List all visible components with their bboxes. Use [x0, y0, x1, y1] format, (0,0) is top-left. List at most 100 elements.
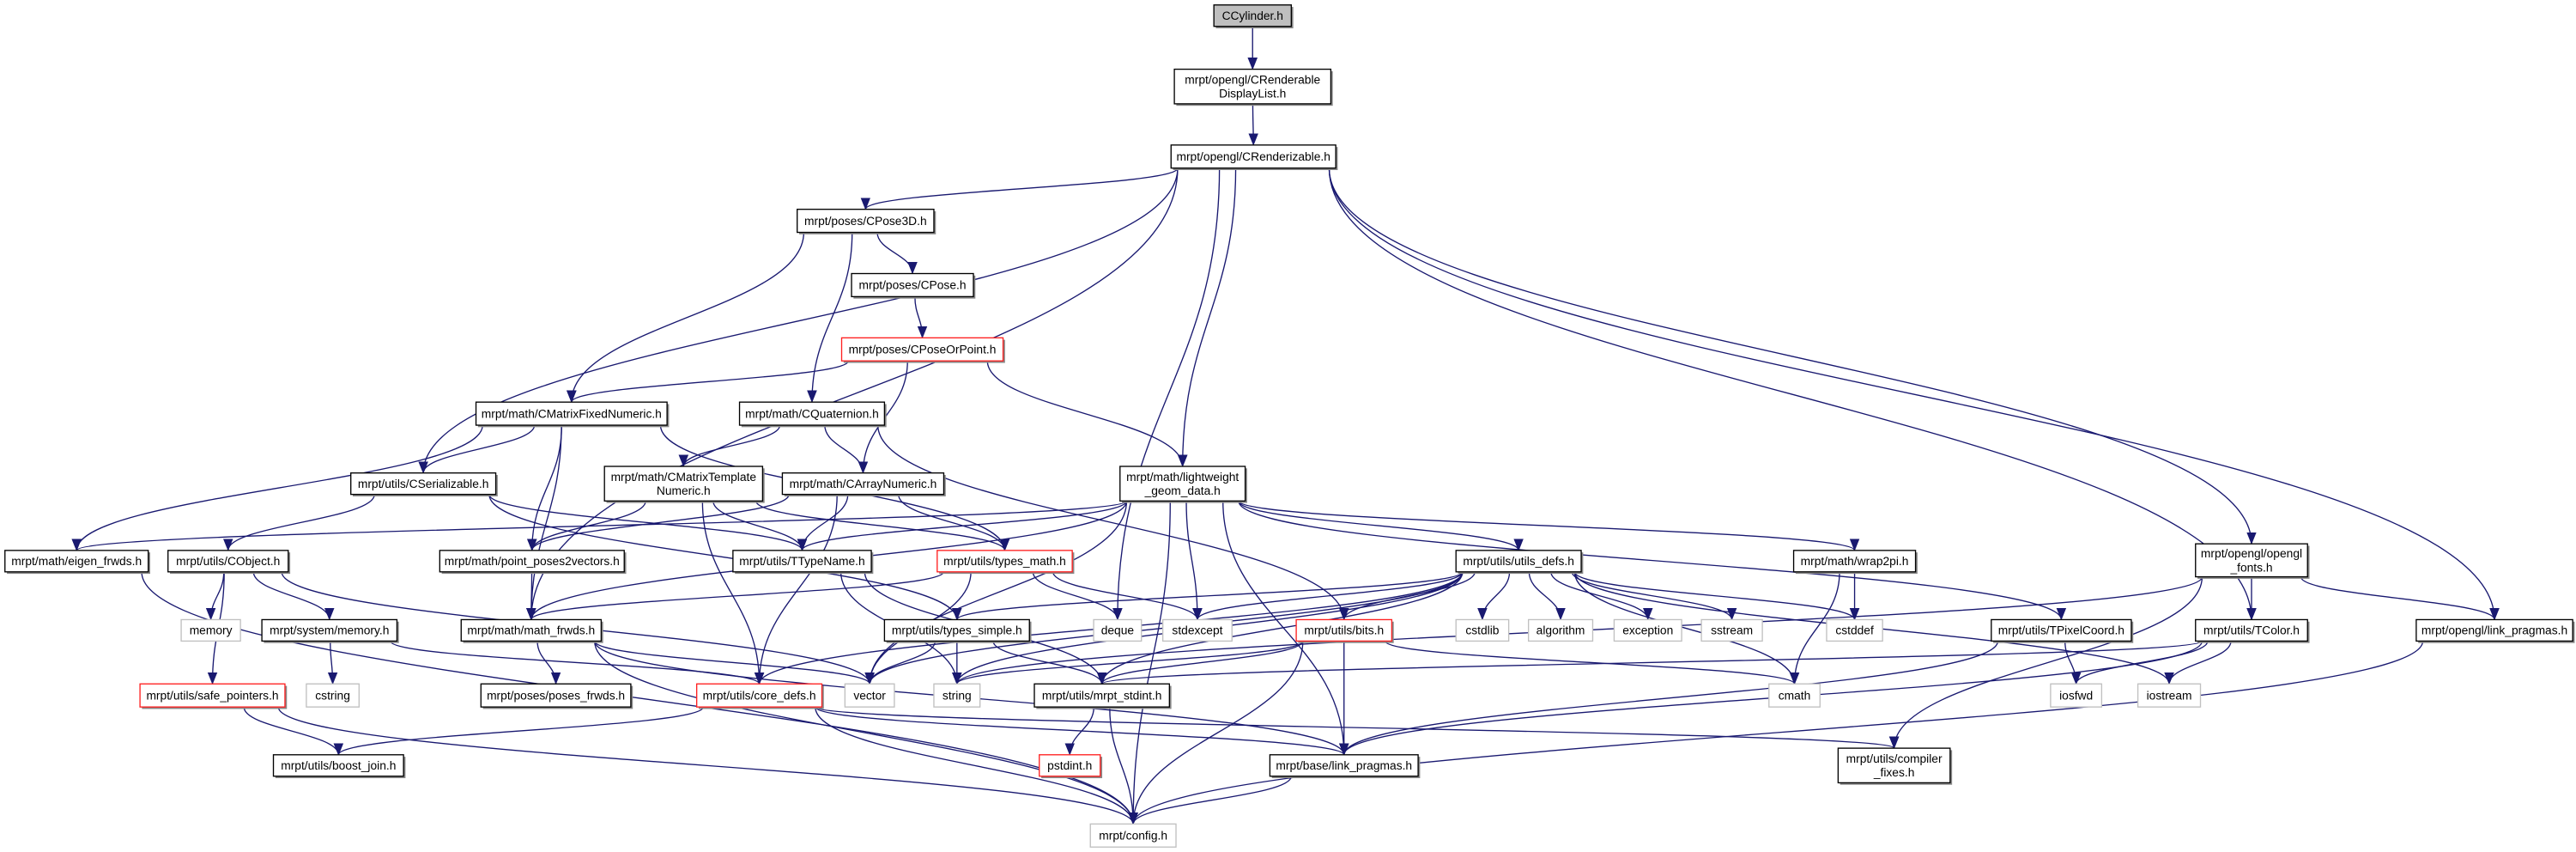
edge-pop-to-lgd: [986, 361, 1182, 466]
node-pose[interactable]: mrpt/poses/CPose.h: [851, 272, 976, 299]
node-label: algorithm: [1537, 624, 1585, 637]
node-deque[interactable]: deque: [1093, 618, 1143, 642]
node-iosfwd[interactable]: iosfwd: [2050, 683, 2103, 708]
node-cstdlib[interactable]: cstdlib: [1455, 618, 1510, 642]
edge-safe-to-config: [277, 707, 1133, 825]
node-safe[interactable]: mrpt/utils/safe_pointers.h: [139, 683, 288, 709]
node-excp[interactable]: exception: [1613, 618, 1682, 642]
node-box: [1837, 747, 1951, 784]
edge-bits-to-stdint: [1102, 641, 1304, 685]
node-cored[interactable]: mrpt/utils/core_defs.h: [695, 683, 824, 709]
node-cstddef[interactable]: cstddef: [1826, 618, 1883, 642]
node-eig[interactable]: mrpt/math/eigen_frwds.h: [4, 550, 150, 575]
node-box: [1119, 466, 1246, 502]
node-string[interactable]: string: [933, 683, 981, 708]
node-box: [1170, 144, 1336, 169]
node-tsimp[interactable]: mrpt/utils/types_simple.h: [883, 618, 1032, 643]
node-algo[interactable]: algorithm: [1527, 618, 1594, 642]
node-cser[interactable]: mrpt/utils/CSerializable.h: [350, 472, 498, 496]
node-smem[interactable]: mrpt/system/memory.h: [261, 618, 399, 643]
node-ttn[interactable]: mrpt/utils/TTypeName.h: [732, 550, 874, 575]
node-label: mrpt/math/math_frwds.h: [467, 624, 595, 637]
node-oglp[interactable]: mrpt/opengl/link_pragmas.h: [2415, 618, 2575, 643]
node-cmath[interactable]: cmath: [1768, 683, 1821, 708]
node-boost[interactable]: mrpt/utils/boost_join.h: [272, 754, 406, 779]
edge-cobj-to-smem: [252, 571, 330, 620]
node-quat[interactable]: mrpt/math/CQuaternion.h: [738, 401, 887, 428]
edge-fonts-to-oglp: [2300, 576, 2494, 620]
edge-rend-to-oglp: [1328, 167, 2494, 620]
node-memory[interactable]: memory: [180, 618, 241, 642]
edge-cobj-to-memory: [211, 571, 225, 620]
node-box: [732, 550, 872, 573]
edge-tmath-to-stdexc: [1052, 571, 1197, 620]
edge-cored-to-compiler: [815, 706, 1894, 749]
node-box: [272, 754, 404, 777]
node-box: [350, 472, 497, 496]
node-cyl[interactable]: CCylinder.h: [1213, 4, 1294, 29]
node-tcolor[interactable]: mrpt/utils/TColor.h: [2195, 618, 2310, 643]
edge-quat-to-cmtn: [683, 424, 781, 467]
node-box: [844, 683, 895, 708]
node-box: [460, 618, 603, 642]
node-cmfn[interactable]: mrpt/math/CMatrixFixedNumeric.h: [475, 401, 670, 428]
edge-tcolor-to-stdint: [1102, 640, 2203, 685]
node-label: mrpt/opengl/CRenderizable.h: [1176, 149, 1330, 163]
node-tpix[interactable]: mrpt/utils/TPixelCoord.h: [1991, 618, 2134, 643]
edge-cmfn-to-eig: [76, 425, 483, 551]
edge-udefs-to-stdint: [1102, 571, 1464, 684]
node-config[interactable]: mrpt/config.h: [1089, 823, 1177, 848]
edge-cser-to-ttn: [488, 494, 803, 551]
node-pop[interactable]: mrpt/poses/CPoseOrPoint.h: [840, 337, 1005, 363]
node-label: mrpt/utils/boost_join.h: [281, 758, 396, 772]
edge-mfr-to-config: [594, 641, 1133, 824]
node-label: mrpt/poses/CPose3D.h: [804, 214, 927, 228]
node-label: mrpt/config.h: [1099, 829, 1167, 843]
node-stdint[interactable]: mrpt/utils/mrpt_stdint.h: [1033, 683, 1172, 709]
node-label: mrpt/poses/poses_frwds.h: [487, 689, 625, 703]
node-blp[interactable]: mrpt/base/link_pragmas.h: [1269, 754, 1421, 779]
edge-rend-to-cser: [423, 167, 1179, 473]
node-pp2v[interactable]: mrpt/math/point_poses2vectors.h: [439, 550, 627, 575]
node-pose3d[interactable]: mrpt/poses/CPose3D.h: [797, 209, 936, 234]
edge-pose3d-to-quat: [812, 232, 853, 403]
node-pstdint[interactable]: pstdint.h: [1039, 754, 1103, 779]
node-box: [1991, 618, 2132, 642]
node-carr[interactable]: mrpt/math/CArrayNumeric.h: [781, 472, 946, 496]
node-box: [1039, 754, 1101, 777]
edge-cmfn-to-mfr: [531, 425, 562, 619]
node-box: [180, 618, 241, 642]
node-mfr[interactable]: mrpt/math/math_frwds.h: [460, 618, 603, 643]
node-fonts[interactable]: mrpt/opengl/opengl_fonts.h: [2195, 543, 2310, 579]
node-box: [306, 683, 360, 708]
node-label: mrpt/math/point_poses2vectors.h: [445, 554, 620, 568]
edge-tpix-to-iosfwd: [2064, 641, 2076, 684]
node-wrap[interactable]: mrpt/math/wrap2pi.h: [1792, 550, 1918, 575]
node-label: iostream: [2147, 689, 2192, 703]
node-label: deque: [1101, 624, 1135, 637]
node-box: [439, 550, 625, 573]
node-iostream[interactable]: iostream: [2137, 683, 2202, 708]
node-rend[interactable]: mrpt/opengl/CRenderizable.h: [1170, 144, 1338, 171]
node-tmath[interactable]: mrpt/utils/types_math.h: [936, 550, 1075, 575]
node-lgd[interactable]: mrpt/math/lightweight_geom_data.h: [1119, 466, 1247, 503]
node-label: vector: [853, 689, 886, 703]
node-label: mrpt/math/CQuaternion.h: [745, 406, 879, 420]
edge-udefs-to-cstddef: [1573, 571, 1854, 620]
node-udefs[interactable]: mrpt/utils/utils_defs.h: [1455, 550, 1584, 575]
node-bits[interactable]: mrpt/utils/bits.h: [1295, 618, 1394, 643]
edge-udefs-to-cstdlib: [1482, 571, 1511, 620]
node-stdexc[interactable]: stdexcept: [1161, 618, 1233, 642]
edge-mfr-to-posef: [536, 641, 556, 684]
node-box: [2137, 683, 2202, 708]
node-sstream[interactable]: sstream: [1700, 618, 1763, 642]
node-cobj[interactable]: mrpt/utils/CObject.h: [167, 550, 291, 575]
node-posef[interactable]: mrpt/poses/poses_frwds.h: [480, 683, 633, 709]
node-cstring[interactable]: cstring: [306, 683, 360, 708]
node-compiler[interactable]: mrpt/utils/compiler_fixes.h: [1837, 747, 1953, 785]
node-label: stdexcept: [1172, 624, 1222, 637]
node-vector[interactable]: vector: [844, 683, 895, 708]
